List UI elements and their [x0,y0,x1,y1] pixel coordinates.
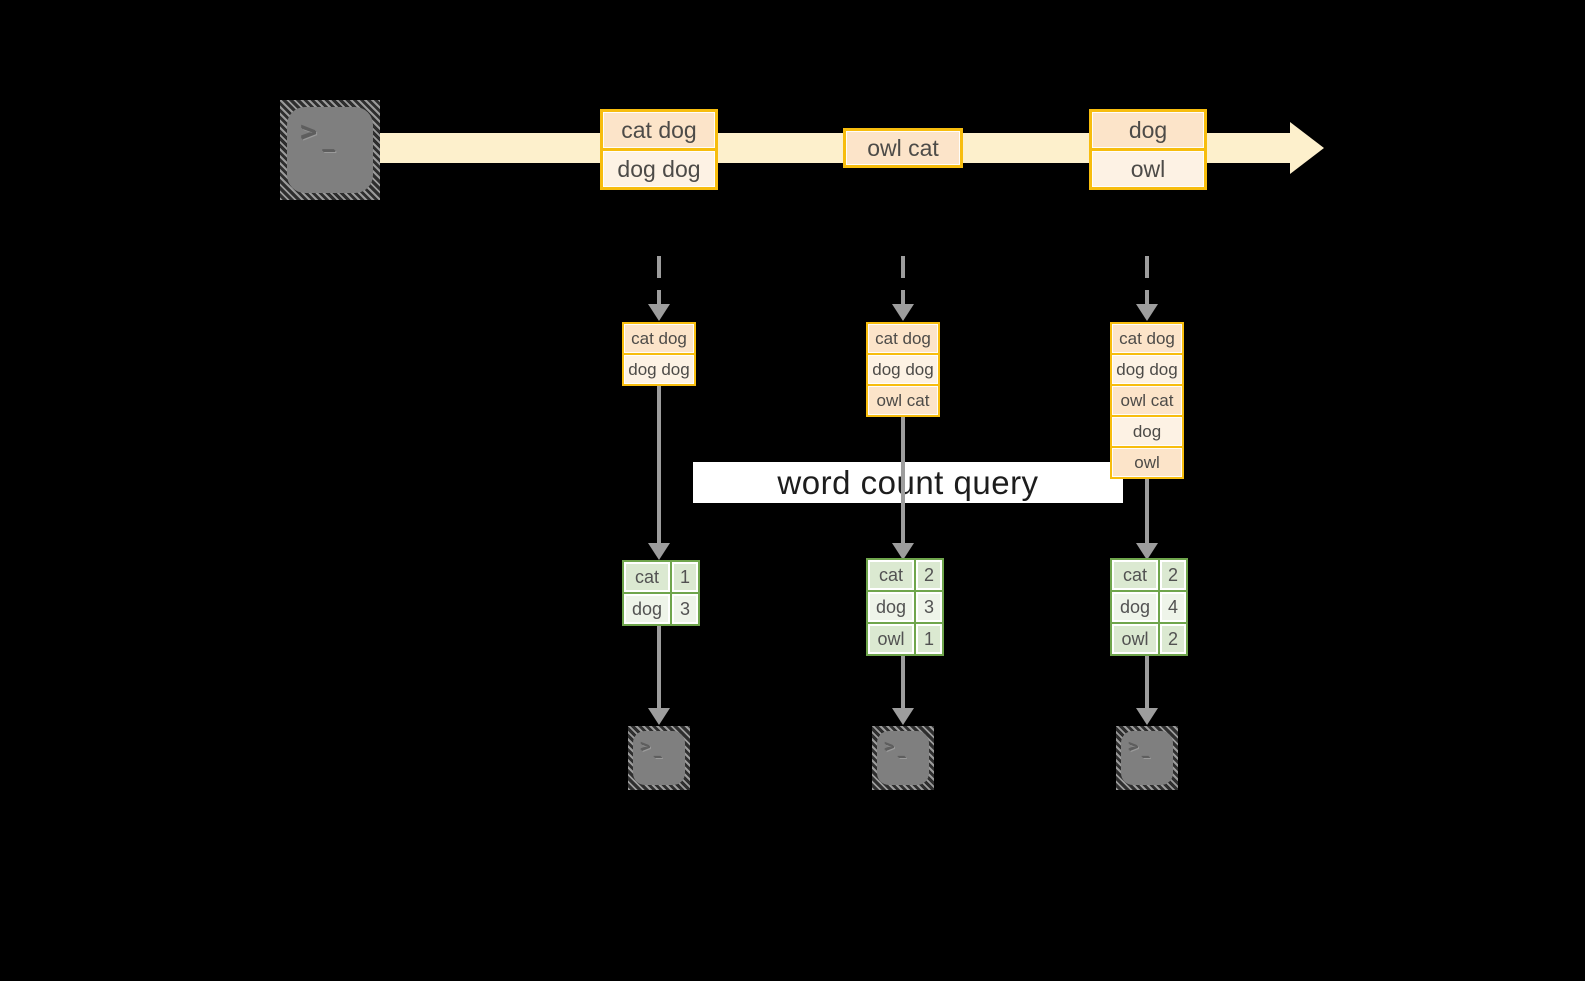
count-value-cell: 1 [916,624,942,654]
output-arrowhead-2 [892,708,914,725]
message-line: dog [1092,112,1204,148]
count-word-cell: dog [624,594,670,624]
buffer-record: dog dog [1112,355,1182,384]
ingest-arrow-line-1 [657,256,661,306]
query-arrow-line-1 [657,386,661,544]
buffer-record: dog dog [624,355,694,384]
ingest-arrow-line-3 [1145,256,1149,306]
count-table-3: cat 2 dog 4 owl 2 [1110,558,1188,656]
terminal-screen: > _ [1121,731,1173,785]
source-terminal-icon: > _ [280,100,380,200]
count-table-2: cat 2 dog 3 owl 1 [866,558,944,656]
count-word-cell: cat [624,562,670,592]
terminal-screen: > _ [287,107,373,193]
count-word-cell: cat [868,560,914,590]
buffer-record: dog [1112,417,1182,446]
count-value-cell: 2 [1160,560,1186,590]
count-table-1: cat 1 dog 3 [622,560,700,626]
stream-message-3: dog owl [1089,109,1207,190]
record-buffer-3: cat dog dog dog owl cat dog owl [1110,322,1184,479]
sink-terminal-icon-2: > _ [872,726,934,790]
stream-message-2: owl cat [843,128,963,168]
terminal-screen: > _ [877,731,929,785]
count-value-cell: 4 [1160,592,1186,622]
terminal-screen: > _ [633,731,685,785]
terminal-prompt-glyph: > [885,737,895,756]
buffer-record: cat dog [624,324,694,353]
buffer-record: dog dog [868,355,938,384]
count-word-cell: dog [868,592,914,622]
count-word-cell: cat [1112,560,1158,590]
count-value-cell: 2 [916,560,942,590]
buffer-record: owl cat [1112,386,1182,415]
count-value-cell: 1 [672,562,698,592]
query-arrowhead-2 [892,543,914,560]
sink-terminal-icon-3: > _ [1116,726,1178,790]
terminal-cursor-glyph: _ [1142,744,1150,758]
buffer-record: cat dog [868,324,938,353]
terminal-cursor-glyph: _ [898,744,906,758]
buffer-record: owl [1112,448,1182,477]
buffer-record: cat dog [1112,324,1182,353]
terminal-cursor-glyph: _ [323,128,336,152]
output-arrow-line-2 [901,656,905,709]
buffer-record: owl cat [868,386,938,415]
stream-message-1: cat dog dog dog [600,109,718,190]
terminal-prompt-glyph: > [641,737,651,756]
ingest-arrowhead-2 [892,304,914,321]
count-word-cell: owl [868,624,914,654]
output-arrowhead-1 [648,708,670,725]
count-value-cell: 3 [672,594,698,624]
query-label: word count query [777,463,1039,501]
message-line: dog dog [603,151,715,187]
ingest-arrow-line-2 [901,256,905,306]
record-buffer-2: cat dog dog dog owl cat [866,322,940,417]
message-line: cat dog [603,112,715,148]
count-value-cell: 2 [1160,624,1186,654]
output-arrow-line-3 [1145,656,1149,709]
query-arrow-line-2 [901,417,905,544]
ingest-arrowhead-1 [648,304,670,321]
output-arrowhead-3 [1136,708,1158,725]
query-arrowhead-1 [648,543,670,560]
terminal-prompt-glyph: > [301,117,318,148]
count-word-cell: owl [1112,624,1158,654]
ingest-arrowhead-3 [1136,304,1158,321]
count-word-cell: dog [1112,592,1158,622]
sink-terminal-icon-1: > _ [628,726,690,790]
terminal-prompt-glyph: > [1129,737,1139,756]
record-buffer-1: cat dog dog dog [622,322,696,386]
stream-arrowhead-icon [1290,122,1324,174]
output-arrow-line-1 [657,626,661,709]
query-label-banner: word count query [693,462,1123,503]
message-line: owl cat [846,131,960,165]
terminal-cursor-glyph: _ [654,744,662,758]
count-value-cell: 3 [916,592,942,622]
query-arrowhead-3 [1136,543,1158,560]
query-arrow-line-3 [1145,479,1149,544]
message-line: owl [1092,151,1204,187]
